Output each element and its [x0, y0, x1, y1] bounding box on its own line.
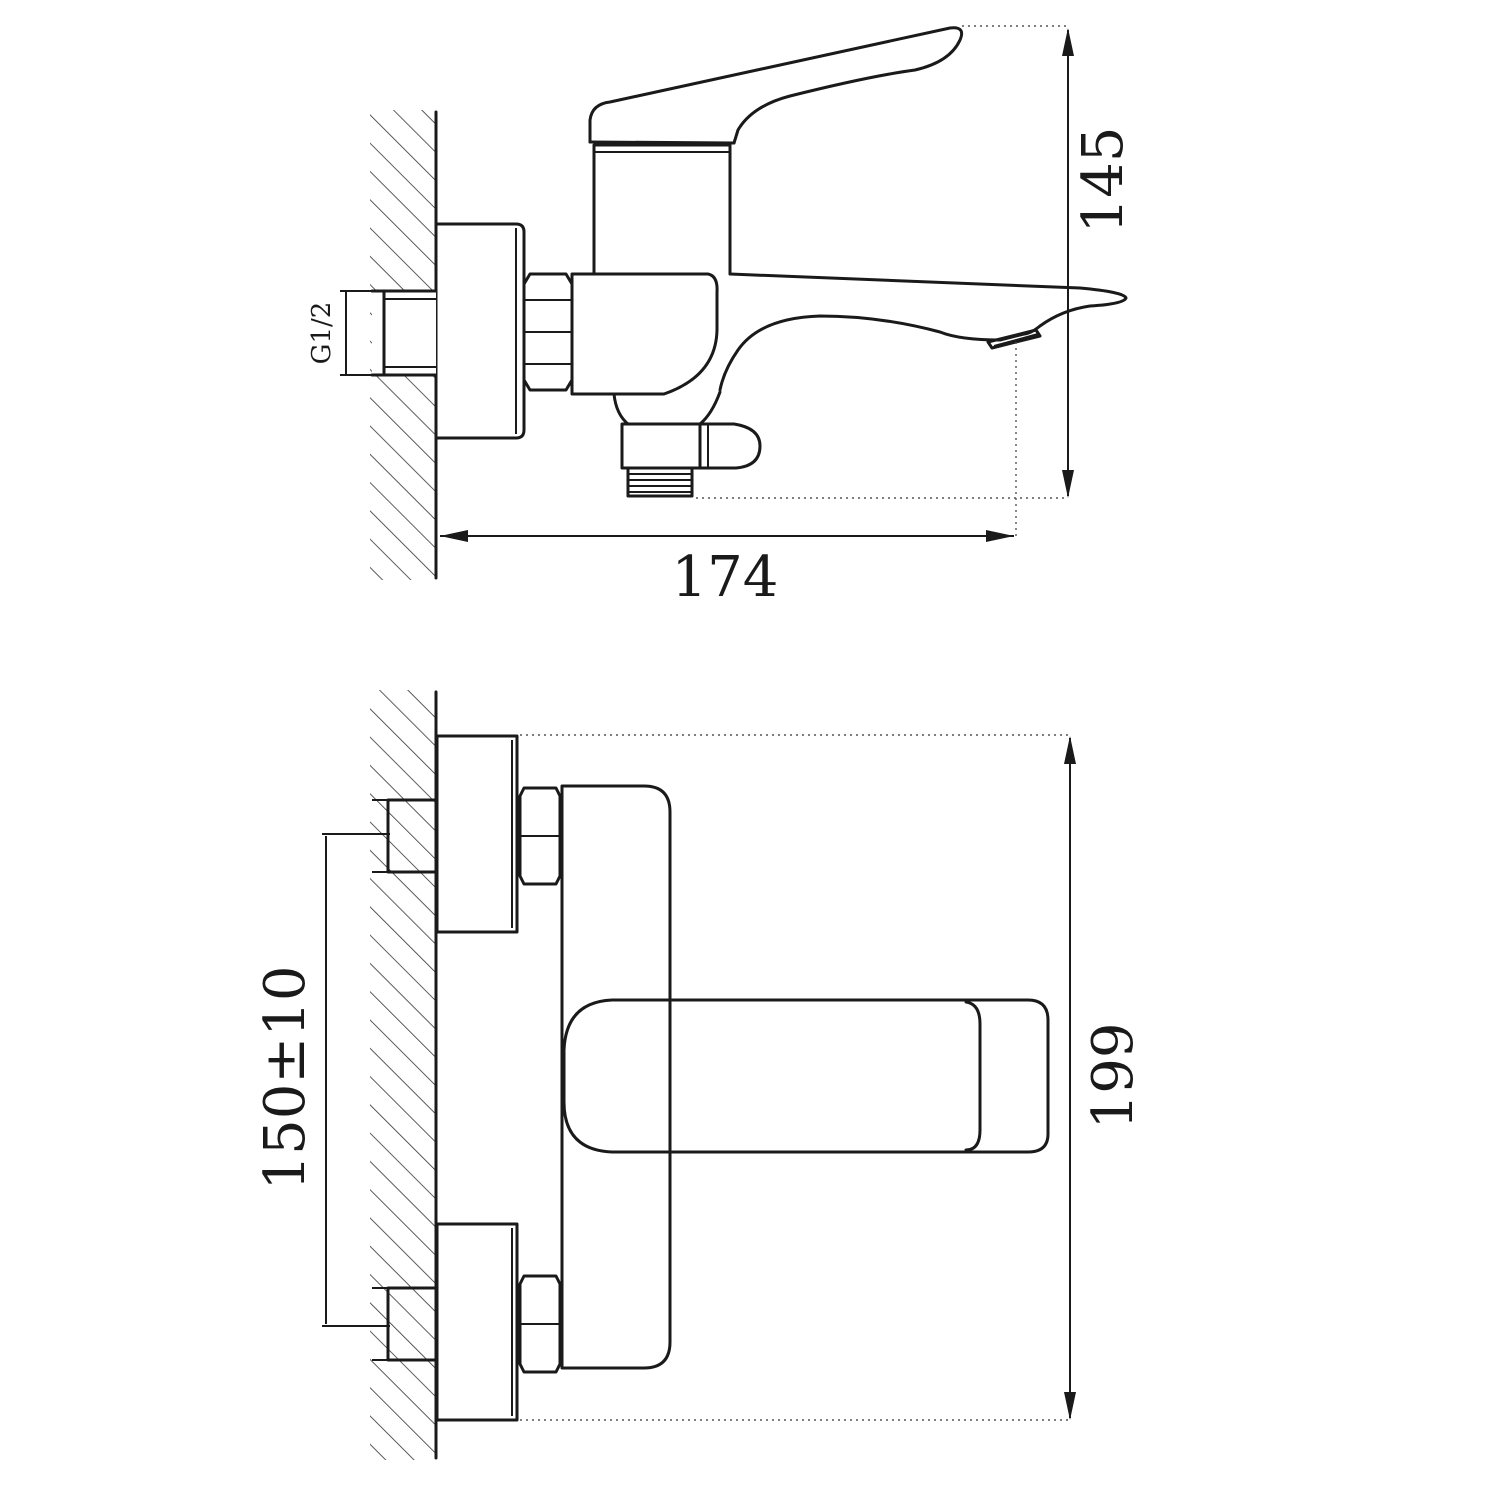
dimension-174-label: 174	[672, 545, 779, 610]
hose-thread	[626, 466, 694, 498]
wall-hatch-bottom	[370, 690, 438, 1460]
dimension-199-label: 199	[1081, 1023, 1146, 1130]
hex-nut-lower	[518, 1274, 562, 1374]
handle-front	[562, 998, 1050, 1154]
extension-lines-front	[520, 734, 1070, 1421]
dimension-199: 199	[1064, 736, 1146, 1420]
diverter-side	[620, 422, 762, 470]
hex-nut-side	[522, 272, 574, 392]
dimension-174: 174	[440, 530, 1014, 610]
dimension-thread: G1/2	[307, 290, 376, 376]
dimension-150-label: 150±10	[253, 965, 318, 1190]
dimension-145: 145	[1062, 28, 1136, 498]
cartridge-body	[592, 143, 732, 276]
side-view: 145 174 G1/2	[307, 25, 1136, 610]
aerator	[986, 328, 1042, 350]
wall-cover-upper	[435, 734, 519, 934]
front-view: 199 150±10	[253, 690, 1146, 1460]
handle-lever-side	[588, 26, 964, 145]
wall-cover-lower	[435, 1222, 519, 1422]
dimension-145-label: 145	[1071, 127, 1136, 234]
mixer-body-front	[560, 784, 672, 1370]
diverter-neck	[612, 390, 722, 426]
hex-nut-upper	[518, 786, 562, 886]
dimension-thread-label: G1/2	[307, 302, 337, 365]
dimension-150: 150±10	[253, 833, 390, 1327]
spout-body	[570, 272, 719, 396]
inlet-pipe	[370, 289, 438, 377]
extension-lines-side	[696, 25, 1068, 540]
wall-cover-side	[435, 222, 526, 440]
spout-arm	[718, 272, 1128, 392]
